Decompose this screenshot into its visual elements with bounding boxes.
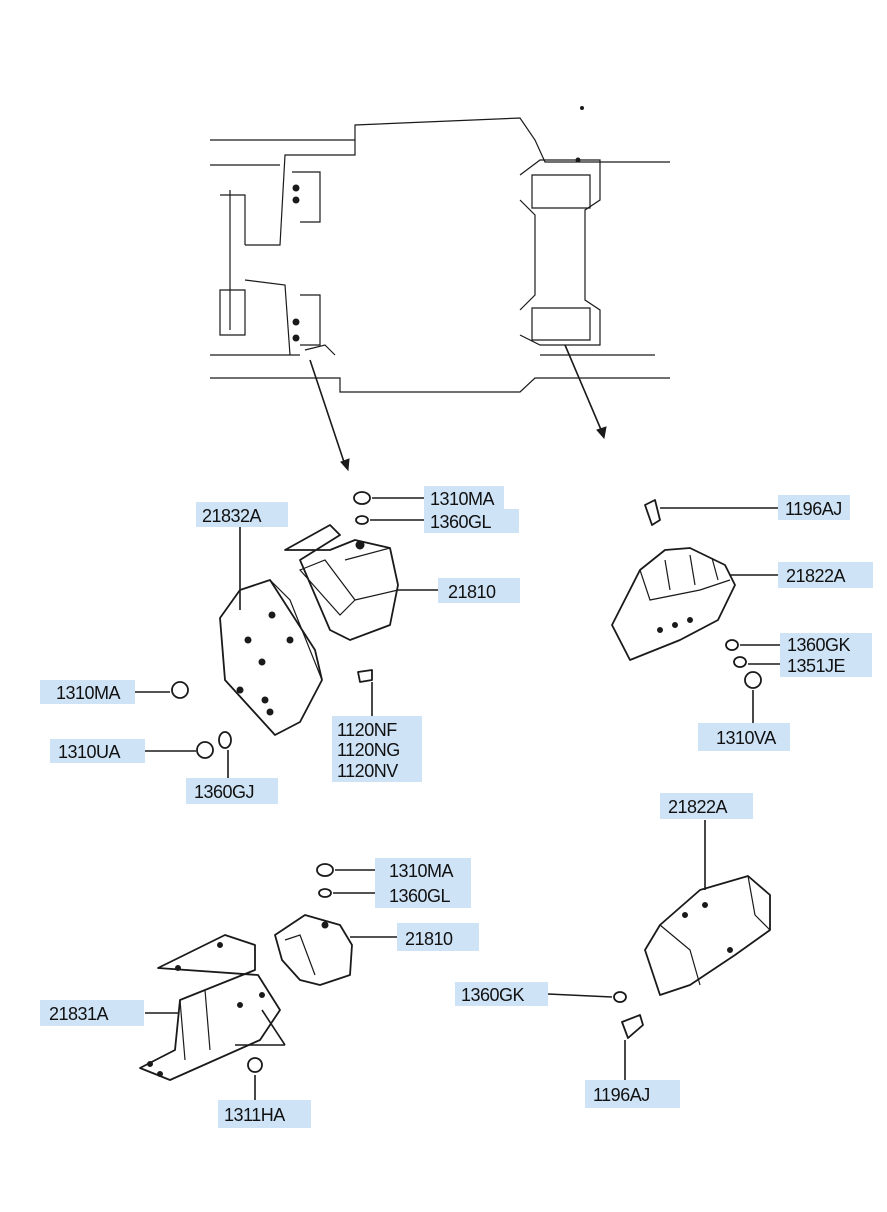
- svg-text:1310MA: 1310MA: [56, 683, 121, 703]
- label-1310ma-bottom[interactable]: 1310MA: [375, 858, 471, 883]
- leader-lines: [135, 497, 782, 1100]
- svg-text:1120NV: 1120NV: [337, 761, 398, 781]
- part-labels: 21832A 1310MA 1360GL 21810 1310MA 1310UA…: [40, 486, 873, 1128]
- svg-text:1196AJ: 1196AJ: [593, 1085, 650, 1105]
- svg-text:21822A: 21822A: [668, 797, 728, 817]
- label-21822a-top[interactable]: 21822A: [778, 562, 873, 588]
- label-1360gl-top[interactable]: 1360GL: [424, 509, 519, 533]
- label-1196aj-top[interactable]: 1196AJ: [778, 495, 850, 520]
- label-1310va[interactable]: 1310VA: [698, 723, 790, 751]
- svg-text:1351JE: 1351JE: [787, 656, 846, 676]
- svg-text:21831A: 21831A: [49, 1004, 109, 1024]
- label-1360gl-bottom[interactable]: 1360GL: [375, 883, 471, 908]
- label-21810-top[interactable]: 21810: [438, 578, 520, 603]
- label-1360gk-top[interactable]: 1360GK: [780, 633, 872, 655]
- svg-text:1310MA: 1310MA: [389, 861, 454, 881]
- svg-text:1360GL: 1360GL: [430, 512, 492, 532]
- label-21810-bottom[interactable]: 21810: [397, 923, 479, 951]
- svg-text:1360GJ: 1360GJ: [194, 782, 254, 802]
- label-21831a[interactable]: 21831A: [40, 1000, 144, 1026]
- label-1310ma-top[interactable]: 1310MA: [424, 486, 504, 510]
- label-21832a[interactable]: 21832A: [196, 502, 288, 527]
- label-1351je[interactable]: 1351JE: [780, 655, 872, 677]
- left-mount-assembly: [171, 491, 399, 759]
- lower-right-mount-assembly: [613, 875, 771, 1039]
- svg-text:1360GL: 1360GL: [389, 886, 451, 906]
- svg-text:1120NG: 1120NG: [337, 740, 400, 760]
- label-1310ua[interactable]: 1310UA: [50, 739, 145, 763]
- label-1360gk-bottom[interactable]: 1360GK: [455, 982, 548, 1006]
- label-1310ma-left[interactable]: 1310MA: [40, 680, 135, 704]
- chassis-frame: [210, 106, 670, 472]
- svg-text:1311HA: 1311HA: [224, 1105, 285, 1125]
- label-1360gj[interactable]: 1360GJ: [186, 778, 278, 804]
- label-1120nf-ng-nv[interactable]: 1120NF 1120NG 1120NV: [332, 716, 422, 782]
- svg-text:21822A: 21822A: [786, 566, 846, 586]
- svg-text:1360GK: 1360GK: [461, 985, 525, 1005]
- lower-left-mount-assembly: [139, 863, 353, 1081]
- label-1196aj-bottom[interactable]: 1196AJ: [585, 1080, 680, 1108]
- svg-text:1310VA: 1310VA: [716, 728, 776, 748]
- right-mount-assembly: [611, 499, 762, 689]
- svg-text:21832A: 21832A: [202, 506, 262, 526]
- svg-text:21810: 21810: [448, 582, 496, 602]
- label-21822a-bottom[interactable]: 21822A: [660, 793, 753, 819]
- label-1311ha[interactable]: 1311HA: [218, 1100, 311, 1128]
- svg-text:1310UA: 1310UA: [58, 742, 121, 762]
- svg-text:1196AJ: 1196AJ: [785, 499, 842, 519]
- svg-text:21810: 21810: [405, 929, 453, 949]
- svg-text:1120NF: 1120NF: [337, 720, 397, 740]
- svg-text:1360GK: 1360GK: [787, 635, 851, 655]
- svg-text:1310MA: 1310MA: [430, 489, 495, 509]
